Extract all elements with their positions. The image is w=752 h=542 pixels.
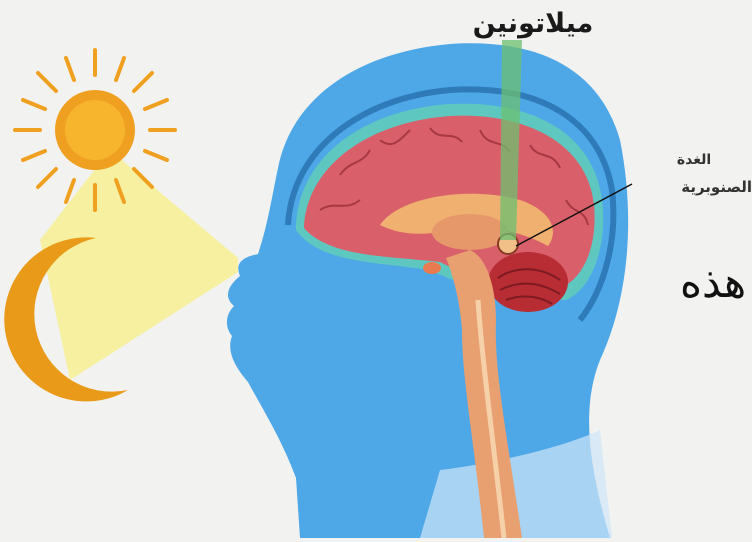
melatonin-label: ميلاتونين	[448, 8, 618, 39]
pineal-label-line2: الصنوبرية	[624, 178, 752, 196]
thalamus	[432, 214, 508, 250]
cerebellum	[488, 252, 568, 312]
pituitary-gland	[423, 262, 441, 274]
sun-icon	[15, 50, 175, 210]
side-text: هذه	[680, 258, 752, 307]
light-beam	[40, 150, 238, 380]
pineal-label-line1: الغدة	[664, 152, 724, 168]
